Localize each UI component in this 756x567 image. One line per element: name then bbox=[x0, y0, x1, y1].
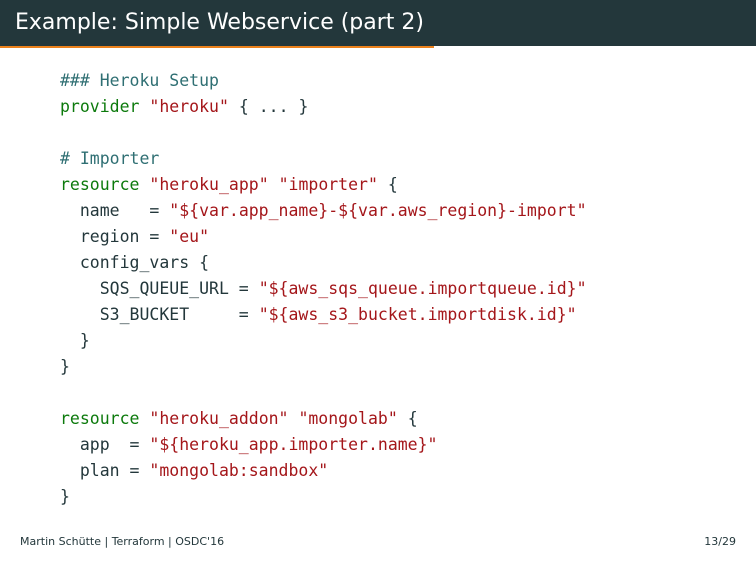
code-line: app = "${heroku_app.importer.name}" bbox=[60, 432, 587, 458]
footer-separator: | bbox=[168, 535, 172, 548]
code-token-plain: name = bbox=[60, 201, 170, 220]
code-token-plain: app = bbox=[60, 435, 150, 454]
code-token-string: "heroku" bbox=[149, 97, 229, 116]
code-token-plain: { ... } bbox=[228, 97, 309, 116]
code-token-plain: } bbox=[60, 357, 70, 376]
code-line: plan = "mongolab:sandbox" bbox=[60, 458, 587, 484]
code-token-plain bbox=[289, 409, 299, 428]
code-block: ### Heroku Setup provider "heroku" { ... … bbox=[60, 68, 587, 510]
code-token-plain: S3_BUCKET = bbox=[60, 305, 259, 324]
code-token-plain bbox=[269, 175, 279, 194]
code-line: } bbox=[60, 484, 587, 510]
code-token-plain: { bbox=[397, 409, 418, 428]
code-line: name = "${var.app_name}-${var.aws_region… bbox=[60, 198, 587, 224]
code-token-plain bbox=[139, 97, 149, 116]
code-token-plain: plan = bbox=[60, 461, 150, 480]
code-line: # Importer bbox=[60, 146, 587, 172]
title-bar: Example: Simple Webservice (part 2) bbox=[0, 0, 756, 46]
code-token-string: "eu" bbox=[169, 227, 210, 246]
slide-title: Example: Simple Webservice (part 2) bbox=[15, 10, 424, 35]
code-line: region = "eu" bbox=[60, 224, 587, 250]
code-line: resource "heroku_addon" "mongolab" { bbox=[60, 406, 587, 432]
code-token-plain: config_vars { bbox=[60, 253, 210, 272]
code-token-string: "heroku_app" bbox=[149, 175, 269, 194]
code-token-string: "mongolab:sandbox" bbox=[149, 461, 329, 480]
code-token-string: "${heroku_app.importer.name}" bbox=[149, 435, 438, 454]
code-token-plain bbox=[139, 409, 149, 428]
code-token-comment: # Importer bbox=[60, 149, 160, 168]
code-line: ### Heroku Setup bbox=[60, 68, 587, 94]
code-line: SQS_QUEUE_URL = "${aws_sqs_queue.importq… bbox=[60, 276, 587, 302]
code-token-keyword: resource bbox=[60, 409, 140, 428]
footer-info: Martin Schütte | Terraform | OSDC'16 bbox=[20, 534, 224, 550]
code-token-plain: } bbox=[60, 331, 90, 350]
code-line bbox=[60, 120, 587, 146]
code-line: resource "heroku_app" "importer" { bbox=[60, 172, 587, 198]
code-line: } bbox=[60, 328, 587, 354]
code-token-plain: { bbox=[377, 175, 398, 194]
code-line: config_vars { bbox=[60, 250, 587, 276]
code-token-comment: ### Heroku Setup bbox=[60, 71, 219, 90]
title-underline bbox=[0, 46, 434, 48]
code-token-plain bbox=[139, 175, 149, 194]
code-token-keyword: provider bbox=[60, 97, 140, 116]
code-token-plain: } bbox=[60, 487, 70, 506]
code-token-string: "${aws_sqs_queue.importqueue.id}" bbox=[258, 279, 587, 298]
page-number: 13/29 bbox=[704, 535, 736, 548]
code-token-string: "heroku_addon" bbox=[149, 409, 289, 428]
code-line: } bbox=[60, 354, 587, 380]
code-token-string: "${var.app_name}-${var.aws_region}-impor… bbox=[169, 201, 587, 220]
code-token-plain: SQS_QUEUE_URL = bbox=[60, 279, 259, 298]
footer-topic: Terraform bbox=[111, 535, 165, 548]
code-token-string: "${aws_s3_bucket.importdisk.id}" bbox=[258, 305, 577, 324]
code-line: S3_BUCKET = "${aws_s3_bucket.importdisk.… bbox=[60, 302, 587, 328]
footer-event: OSDC'16 bbox=[175, 535, 225, 548]
footer-separator: | bbox=[104, 535, 109, 548]
code-line bbox=[60, 380, 587, 406]
code-token-string: "mongolab" bbox=[298, 409, 398, 428]
footer-author: Martin Schütte bbox=[20, 535, 101, 548]
code-token-keyword: resource bbox=[60, 175, 140, 194]
code-line: provider "heroku" { ... } bbox=[60, 94, 587, 120]
code-token-string: "importer" bbox=[278, 175, 378, 194]
code-token-plain: region = bbox=[60, 227, 170, 246]
